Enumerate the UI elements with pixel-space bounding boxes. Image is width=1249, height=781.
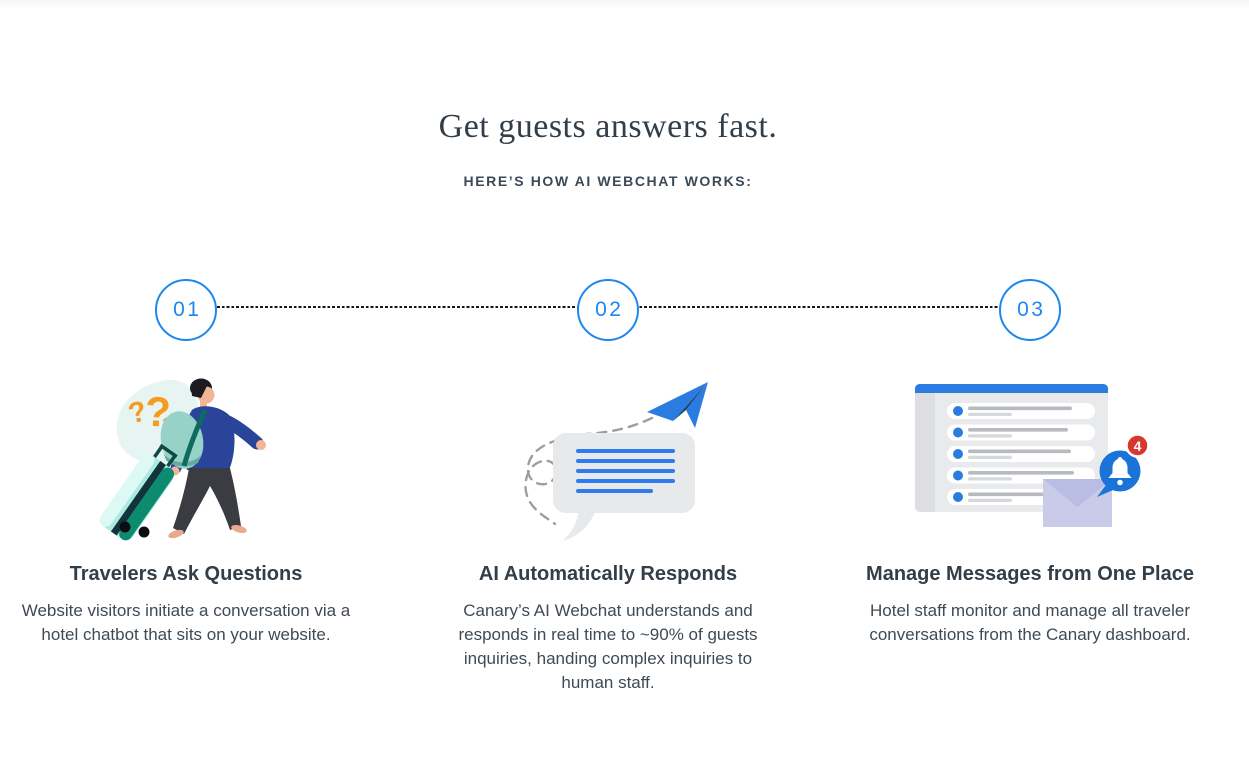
step-column-manage-messages: 4 Manage Messages from One Place Hotel s… [850, 366, 1210, 695]
suitcase-icon [99, 443, 178, 541]
dashed-flight-trail [524, 416, 654, 526]
message-row [947, 424, 1095, 440]
paper-plane-icon [647, 382, 708, 428]
traveler-illustration: ? ? ? [99, 378, 266, 541]
suitcase-wheel [138, 526, 149, 538]
dashboard-sidebar [915, 392, 935, 512]
steps-columns: ? ? ? [6, 366, 1210, 695]
step-circle-03: 03 [999, 279, 1061, 341]
step-indicator-row: 01 02 03 [6, 279, 1210, 341]
step-description-1: Website visitors initiate a conversation… [21, 601, 351, 644]
page-title: Get guests answers fast. [438, 108, 778, 145]
step-description-3: Hotel staff monitor and manage all trave… [869, 601, 1191, 644]
traveler-right-arm [212, 411, 263, 450]
step-title-3: Manage Messages from One Place [866, 563, 1194, 585]
traveler-legs [172, 468, 241, 534]
badge-count: 4 [1134, 438, 1142, 454]
chat-text-lines [576, 449, 675, 493]
backpack-strap [181, 408, 207, 467]
step-circle-02: 02 [577, 279, 639, 341]
section-divider-strip [0, 0, 1249, 9]
message-row [947, 402, 1095, 419]
traveler-right-hand [255, 440, 266, 450]
message-list [947, 402, 1095, 505]
step-circle-01: 01 [155, 279, 217, 341]
step-title-1: Travelers Ask Questions [69, 563, 303, 585]
step-column-ai-responds: AI Automatically Responds Canary’s AI We… [428, 366, 788, 695]
webchat-steps-section: Get guests answers fast. HERE’S HOW AI W… [6, 105, 1210, 695]
step-description-2: Canary’s AI Webchat understands and resp… [458, 601, 758, 692]
step-title-2: AI Automatically Responds [478, 563, 738, 585]
envelope-icon [1043, 478, 1112, 527]
message-row [947, 445, 1095, 462]
section-subtitle: HERE’S HOW AI WEBCHAT WORKS: [463, 173, 753, 189]
bell-notification-bubble [1097, 450, 1141, 497]
step-column-travelers-ask: ? ? ? [6, 366, 366, 695]
suitcase-wheel [119, 521, 130, 533]
bell-icon [1108, 456, 1132, 485]
dashboard-illustration: 4 [915, 383, 1150, 527]
notification-badge: 4 [1125, 432, 1150, 458]
chat-bubble-illustration [524, 382, 708, 541]
